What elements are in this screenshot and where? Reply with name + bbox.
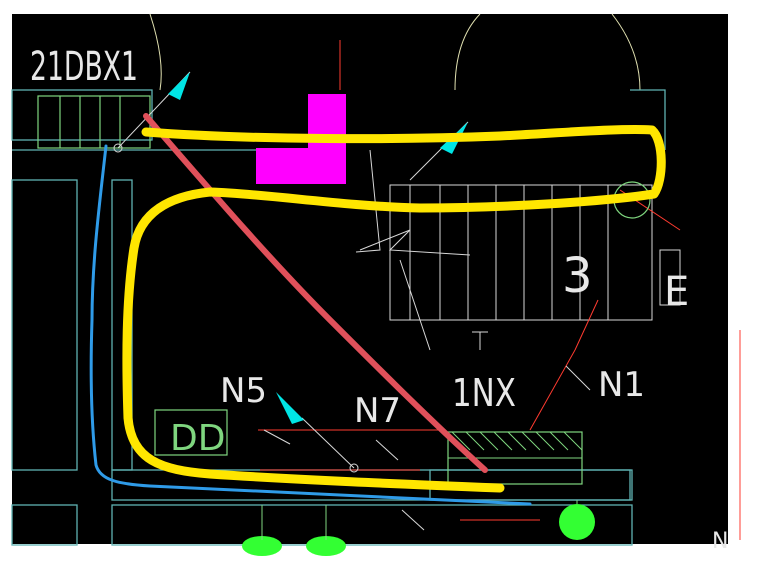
lamp-stems: [261, 500, 578, 540]
stair-number: 3: [562, 248, 593, 304]
arrow-head-icon: [276, 392, 304, 424]
yellow-highlight-loop: [122, 125, 666, 493]
edge-n-label: N: [712, 529, 728, 554]
top-arcs: [149, 13, 641, 91]
walls: [11, 89, 666, 546]
dd-box-label: DD: [170, 418, 225, 459]
blue-markup-line: [89, 144, 532, 506]
node-n5-label: N5: [220, 371, 267, 411]
panel-grid: [37, 95, 228, 456]
edge-e-label: E: [664, 269, 689, 315]
green-lamps: [242, 504, 595, 556]
arrow-head-icon: [168, 72, 190, 100]
panel-label: 21DBX1: [30, 44, 138, 90]
node-n7-label: N7: [354, 391, 401, 431]
red-markup-line: [143, 113, 488, 473]
node-n1-label: N1: [598, 365, 645, 405]
node-1nx-label: 1NX: [452, 371, 516, 415]
red-wiring: [258, 40, 741, 540]
drawing-area: [12, 14, 728, 544]
